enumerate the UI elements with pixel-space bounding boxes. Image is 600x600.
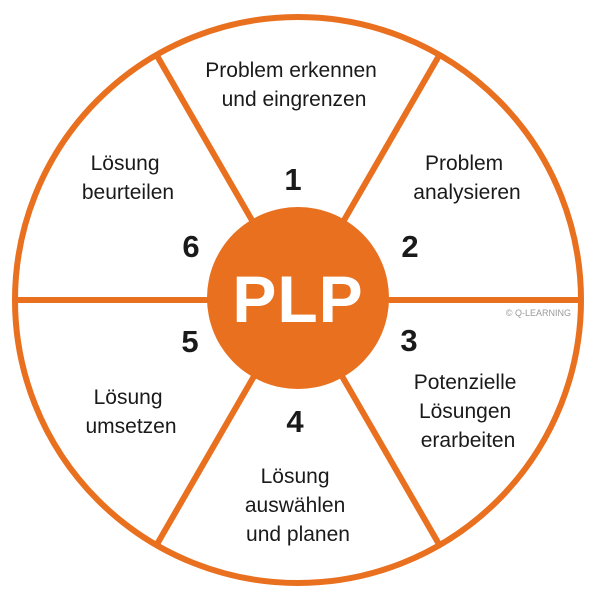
step-6-number: 6 bbox=[182, 229, 199, 264]
copyright-notice: © Q-LEARNING bbox=[506, 308, 571, 318]
step-3-number: 3 bbox=[400, 323, 417, 358]
step-3-label: Potenzielle Lösungen erarbeiten bbox=[414, 371, 523, 452]
step-6-label-line-1: Lösung bbox=[91, 152, 160, 175]
step-1-label-line-2: und eingrenzen bbox=[222, 88, 367, 111]
step-6-label-line-2: beurteilen bbox=[82, 181, 174, 204]
step-3-label-line-3: erarbeiten bbox=[421, 429, 516, 452]
step-4-number: 4 bbox=[286, 404, 304, 439]
step-6-label: Lösung beurteilen bbox=[82, 152, 174, 204]
step-3-label-line-2: Lösungen bbox=[419, 400, 511, 423]
center-circle bbox=[207, 207, 389, 389]
step-5-label-line-1: Lösung bbox=[94, 386, 163, 409]
step-4-label-line-3: und planen bbox=[246, 523, 350, 546]
step-3-label-line-1: Potenzielle bbox=[414, 371, 517, 394]
step-2-label: Problem analysieren bbox=[413, 152, 520, 204]
step-1-label: Problem erkennen und eingrenzen bbox=[205, 59, 382, 111]
step-4-label-line-2: auswählen bbox=[245, 494, 345, 517]
center-label: PLP bbox=[232, 262, 363, 336]
step-4-label-line-1: Lösung bbox=[261, 465, 330, 488]
step-5-label: Lösung umsetzen bbox=[85, 386, 176, 438]
step-5-number: 5 bbox=[181, 324, 198, 359]
step-1-number: 1 bbox=[284, 162, 301, 197]
step-5-label-line-2: umsetzen bbox=[85, 415, 176, 438]
step-1-label-line-1: Problem erkennen bbox=[205, 59, 377, 82]
step-2-number: 2 bbox=[401, 229, 418, 264]
step-2-label-line-1: Problem bbox=[425, 152, 503, 175]
step-4-label: Lösung auswählen und planen bbox=[245, 465, 351, 546]
step-2-label-line-2: analysieren bbox=[413, 181, 520, 204]
